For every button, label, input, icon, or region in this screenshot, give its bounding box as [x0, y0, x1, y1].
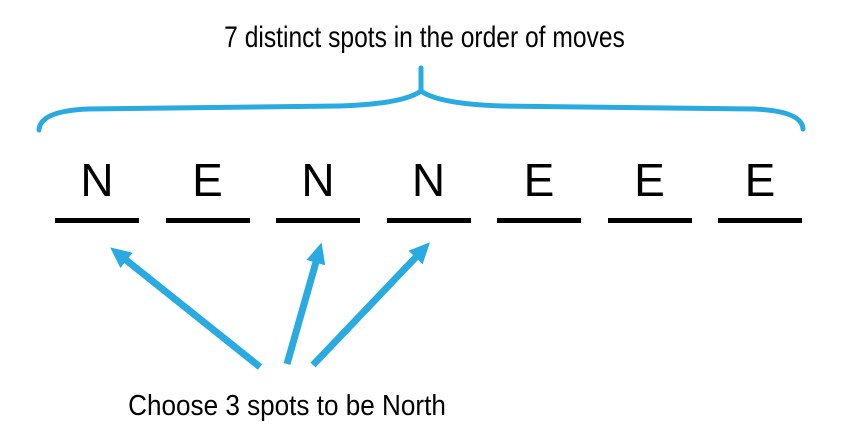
- diagram-title: 7 distinct spots in the order of moves: [224, 21, 625, 54]
- spot-letter: E: [744, 154, 776, 206]
- spot-6: E: [607, 154, 692, 223]
- arrow-to-spot-4: [310, 242, 431, 368]
- arrow-to-spot-3: [283, 242, 326, 365]
- spot-letter: E: [192, 154, 223, 206]
- spot-7: E: [718, 154, 802, 223]
- arrow-to-spot-1: [110, 247, 263, 370]
- spot-letter: N: [80, 154, 114, 206]
- caption: Choose 3 spots to be North: [128, 390, 446, 422]
- spot-2: E: [165, 154, 250, 223]
- spot-1: N: [55, 154, 139, 223]
- spot-underline: [55, 218, 139, 223]
- spot-letter: E: [523, 154, 555, 206]
- spot-3: N: [276, 154, 360, 223]
- spot-underline: [386, 218, 471, 223]
- spot-underline: [607, 218, 692, 223]
- spot-underline: [276, 218, 360, 223]
- spot-letter: E: [634, 154, 665, 206]
- spot-letter: N: [301, 154, 335, 206]
- spot-4: N: [386, 154, 471, 223]
- spot-underline: [165, 218, 250, 223]
- spot-letter: N: [411, 154, 446, 206]
- spot-5: E: [497, 154, 581, 223]
- spot-underline: [497, 218, 581, 223]
- spot-underline: [718, 218, 802, 223]
